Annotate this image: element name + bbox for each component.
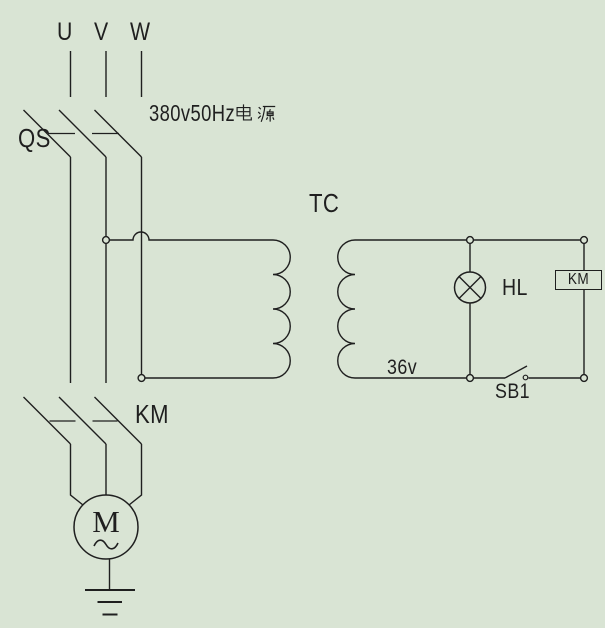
secondary-top-left-terminal — [465, 235, 475, 245]
phase-label-w: W — [130, 18, 151, 46]
transformer-label: TC — [309, 188, 340, 218]
hl-lamp-icon — [453, 271, 487, 304]
sb1-blade — [504, 365, 528, 379]
power-label-dian-glyph — [236, 104, 252, 121]
sb1-pushbutton-symbol — [504, 365, 529, 381]
junction-terminals — [101, 235, 589, 383]
secondary-coil — [337, 239, 356, 379]
secondary-bottom-left-terminal — [465, 373, 475, 383]
power-label-yuan-glyph — [257, 105, 276, 123]
primary-top-wire-with-hop — [106, 231, 273, 241]
km-coil-label: KM — [567, 271, 590, 288]
phase-feed-lines — [69, 157, 143, 383]
secondary-voltage-label: 36v — [387, 356, 418, 379]
secondary-bottom-right-terminal — [579, 373, 589, 383]
w-phase-tap-terminal — [137, 373, 146, 383]
power-source-label-latin: 380v50Hz — [149, 100, 236, 126]
km-contacts-label: KM — [135, 399, 169, 429]
km-coil-box: KM — [555, 270, 602, 290]
motor-symbol — [73, 494, 139, 560]
qs-switch-label: QS — [18, 123, 51, 153]
qs-disconnect-switch — [23, 109, 142, 158]
sb1-fixed-contact — [522, 374, 529, 381]
pushbutton-label: SB1 — [495, 380, 531, 403]
motor-letter: M — [92, 504, 120, 539]
secondary-top-right-terminal — [579, 235, 589, 245]
primary-coil — [272, 239, 291, 379]
motor-circle — [73, 494, 139, 560]
phase-label-v: V — [94, 18, 109, 46]
phase-label-u: U — [57, 18, 73, 46]
phase-input-lines — [69, 51, 143, 97]
km-main-contacts — [23, 396, 143, 506]
motor-ac-wave-icon — [93, 539, 119, 550]
transformer-tc-symbol — [106, 231, 356, 379]
ground-icon — [85, 558, 135, 616]
control-circuit-wires — [355, 239, 585, 379]
v-phase-tap-terminal — [101, 235, 111, 245]
lamp-label: HL — [502, 274, 528, 300]
motor-feed-lines — [69, 444, 143, 506]
